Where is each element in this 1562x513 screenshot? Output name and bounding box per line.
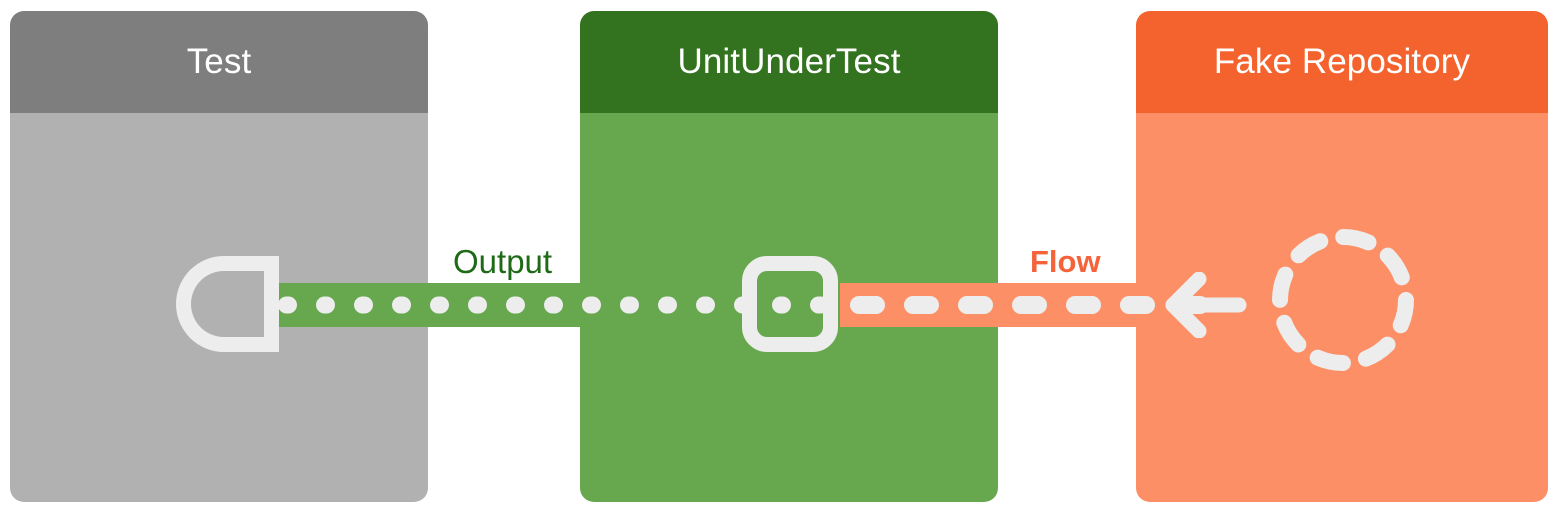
panel-test-header: Test xyxy=(10,11,428,113)
edge-dash xyxy=(1120,296,1155,314)
edge-band-flow xyxy=(840,283,1209,327)
panel-fake-repository-header: Fake Repository xyxy=(1136,11,1548,113)
edge-dash xyxy=(506,296,525,314)
edge-dash xyxy=(772,296,791,314)
arrow-left-icon xyxy=(1165,272,1247,338)
edge-label-output: Output xyxy=(447,245,559,278)
edge-dash xyxy=(904,296,939,314)
edge-dash xyxy=(316,296,335,314)
d-socket-port-icon xyxy=(176,256,270,352)
panel-fake-repository-title: Fake Repository xyxy=(1213,42,1471,81)
edge-dash xyxy=(696,296,715,314)
square-connector-icon xyxy=(742,256,838,352)
edge-dash xyxy=(278,296,297,314)
panel-unit-under-test-header: UnitUnderTest xyxy=(580,11,998,113)
edge-dash xyxy=(468,296,487,314)
edge-dash xyxy=(958,296,993,314)
edge-dash xyxy=(658,296,677,314)
edge-dash xyxy=(544,296,563,314)
edge-dash xyxy=(620,296,639,314)
edge-dashes-flow xyxy=(840,283,1209,327)
edge-dash xyxy=(1012,296,1047,314)
edge-dash xyxy=(1066,296,1101,314)
edge-dash xyxy=(582,296,601,314)
panel-test-title: Test xyxy=(186,42,252,81)
edge-dash xyxy=(392,296,411,314)
edge-dash xyxy=(430,296,449,314)
panel-unit-under-test-title: UnitUnderTest xyxy=(677,42,901,81)
edge-dash xyxy=(354,296,373,314)
dashed-circle-icon xyxy=(1272,229,1414,371)
edge-label-flow: Flow xyxy=(1024,246,1107,277)
edge-dash xyxy=(850,296,885,314)
d-socket-port-cap-icon xyxy=(264,256,279,352)
edge-dashes-output xyxy=(270,283,842,327)
